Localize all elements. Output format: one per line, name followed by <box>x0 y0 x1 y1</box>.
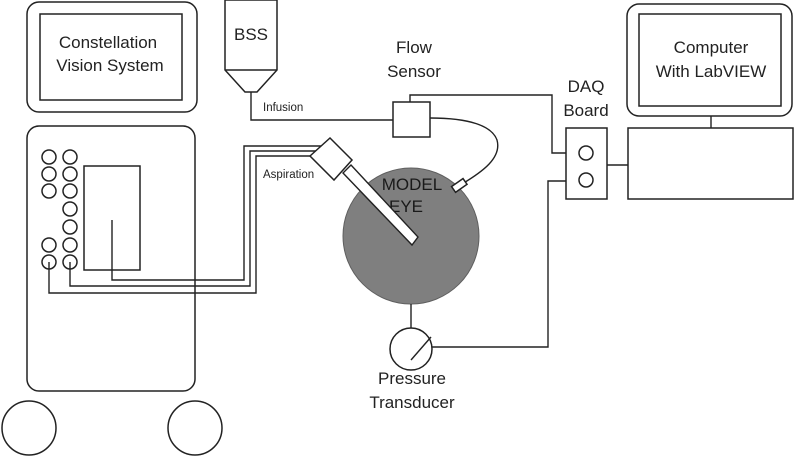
console-button <box>62 219 78 235</box>
infusion-line <box>250 92 393 121</box>
console-button <box>41 183 57 199</box>
bss-bottle: BSS <box>224 0 278 93</box>
pressure-transducer: Pressure Transducer <box>369 327 455 412</box>
infusion-tube-to-eye <box>429 117 499 185</box>
daq-port-2 <box>578 172 594 188</box>
pressure-label-line2: Transducer <box>369 393 455 412</box>
computer: Computer With LabVIEW <box>626 3 794 200</box>
constellation-label-line1: Constellation <box>59 33 157 52</box>
constellation-monitor: Constellation Vision System <box>26 1 198 113</box>
infusion-cannula <box>450 177 469 194</box>
constellation-label-line2: Vision System <box>56 56 163 75</box>
computer-label-line2: With LabVIEW <box>656 62 767 81</box>
aspiration-label: Aspiration <box>263 169 314 181</box>
eye-label-line1: MODEL <box>382 175 442 194</box>
console-button <box>41 237 57 253</box>
computer-tower <box>627 127 794 200</box>
aspiration-tubing <box>48 145 324 294</box>
computer-label-line1: Computer <box>674 38 749 57</box>
pressure-label-line1: Pressure <box>378 369 446 388</box>
console-wheel-left <box>1 400 57 456</box>
console-button <box>41 149 57 165</box>
console-button <box>62 166 78 182</box>
constellation-console <box>1 125 223 456</box>
console-wheel-right <box>167 400 223 456</box>
daq-port-1 <box>578 145 594 161</box>
aspiration-handpiece <box>308 136 419 247</box>
console-button <box>62 149 78 165</box>
transducer-to-daq-wire <box>432 180 578 348</box>
console-button <box>62 201 78 217</box>
computer-screen <box>638 13 782 107</box>
daq-label-line2: Board <box>563 101 608 120</box>
console-button <box>62 237 78 253</box>
daq-label-line1: DAQ <box>568 77 605 96</box>
infusion-label: Infusion <box>263 102 303 114</box>
flow-to-daq-wire <box>409 94 578 154</box>
eye-label-line2: EYE <box>389 197 423 216</box>
flow-sensor-label-line2: Sensor <box>387 62 441 81</box>
console-button <box>62 183 78 199</box>
console-button <box>41 166 57 182</box>
flow-sensor: Flow Sensor <box>387 38 441 138</box>
daq-board: DAQ Board <box>563 77 609 200</box>
flow-sensor-label-line1: Flow <box>396 38 433 57</box>
bss-label: BSS <box>234 25 268 44</box>
